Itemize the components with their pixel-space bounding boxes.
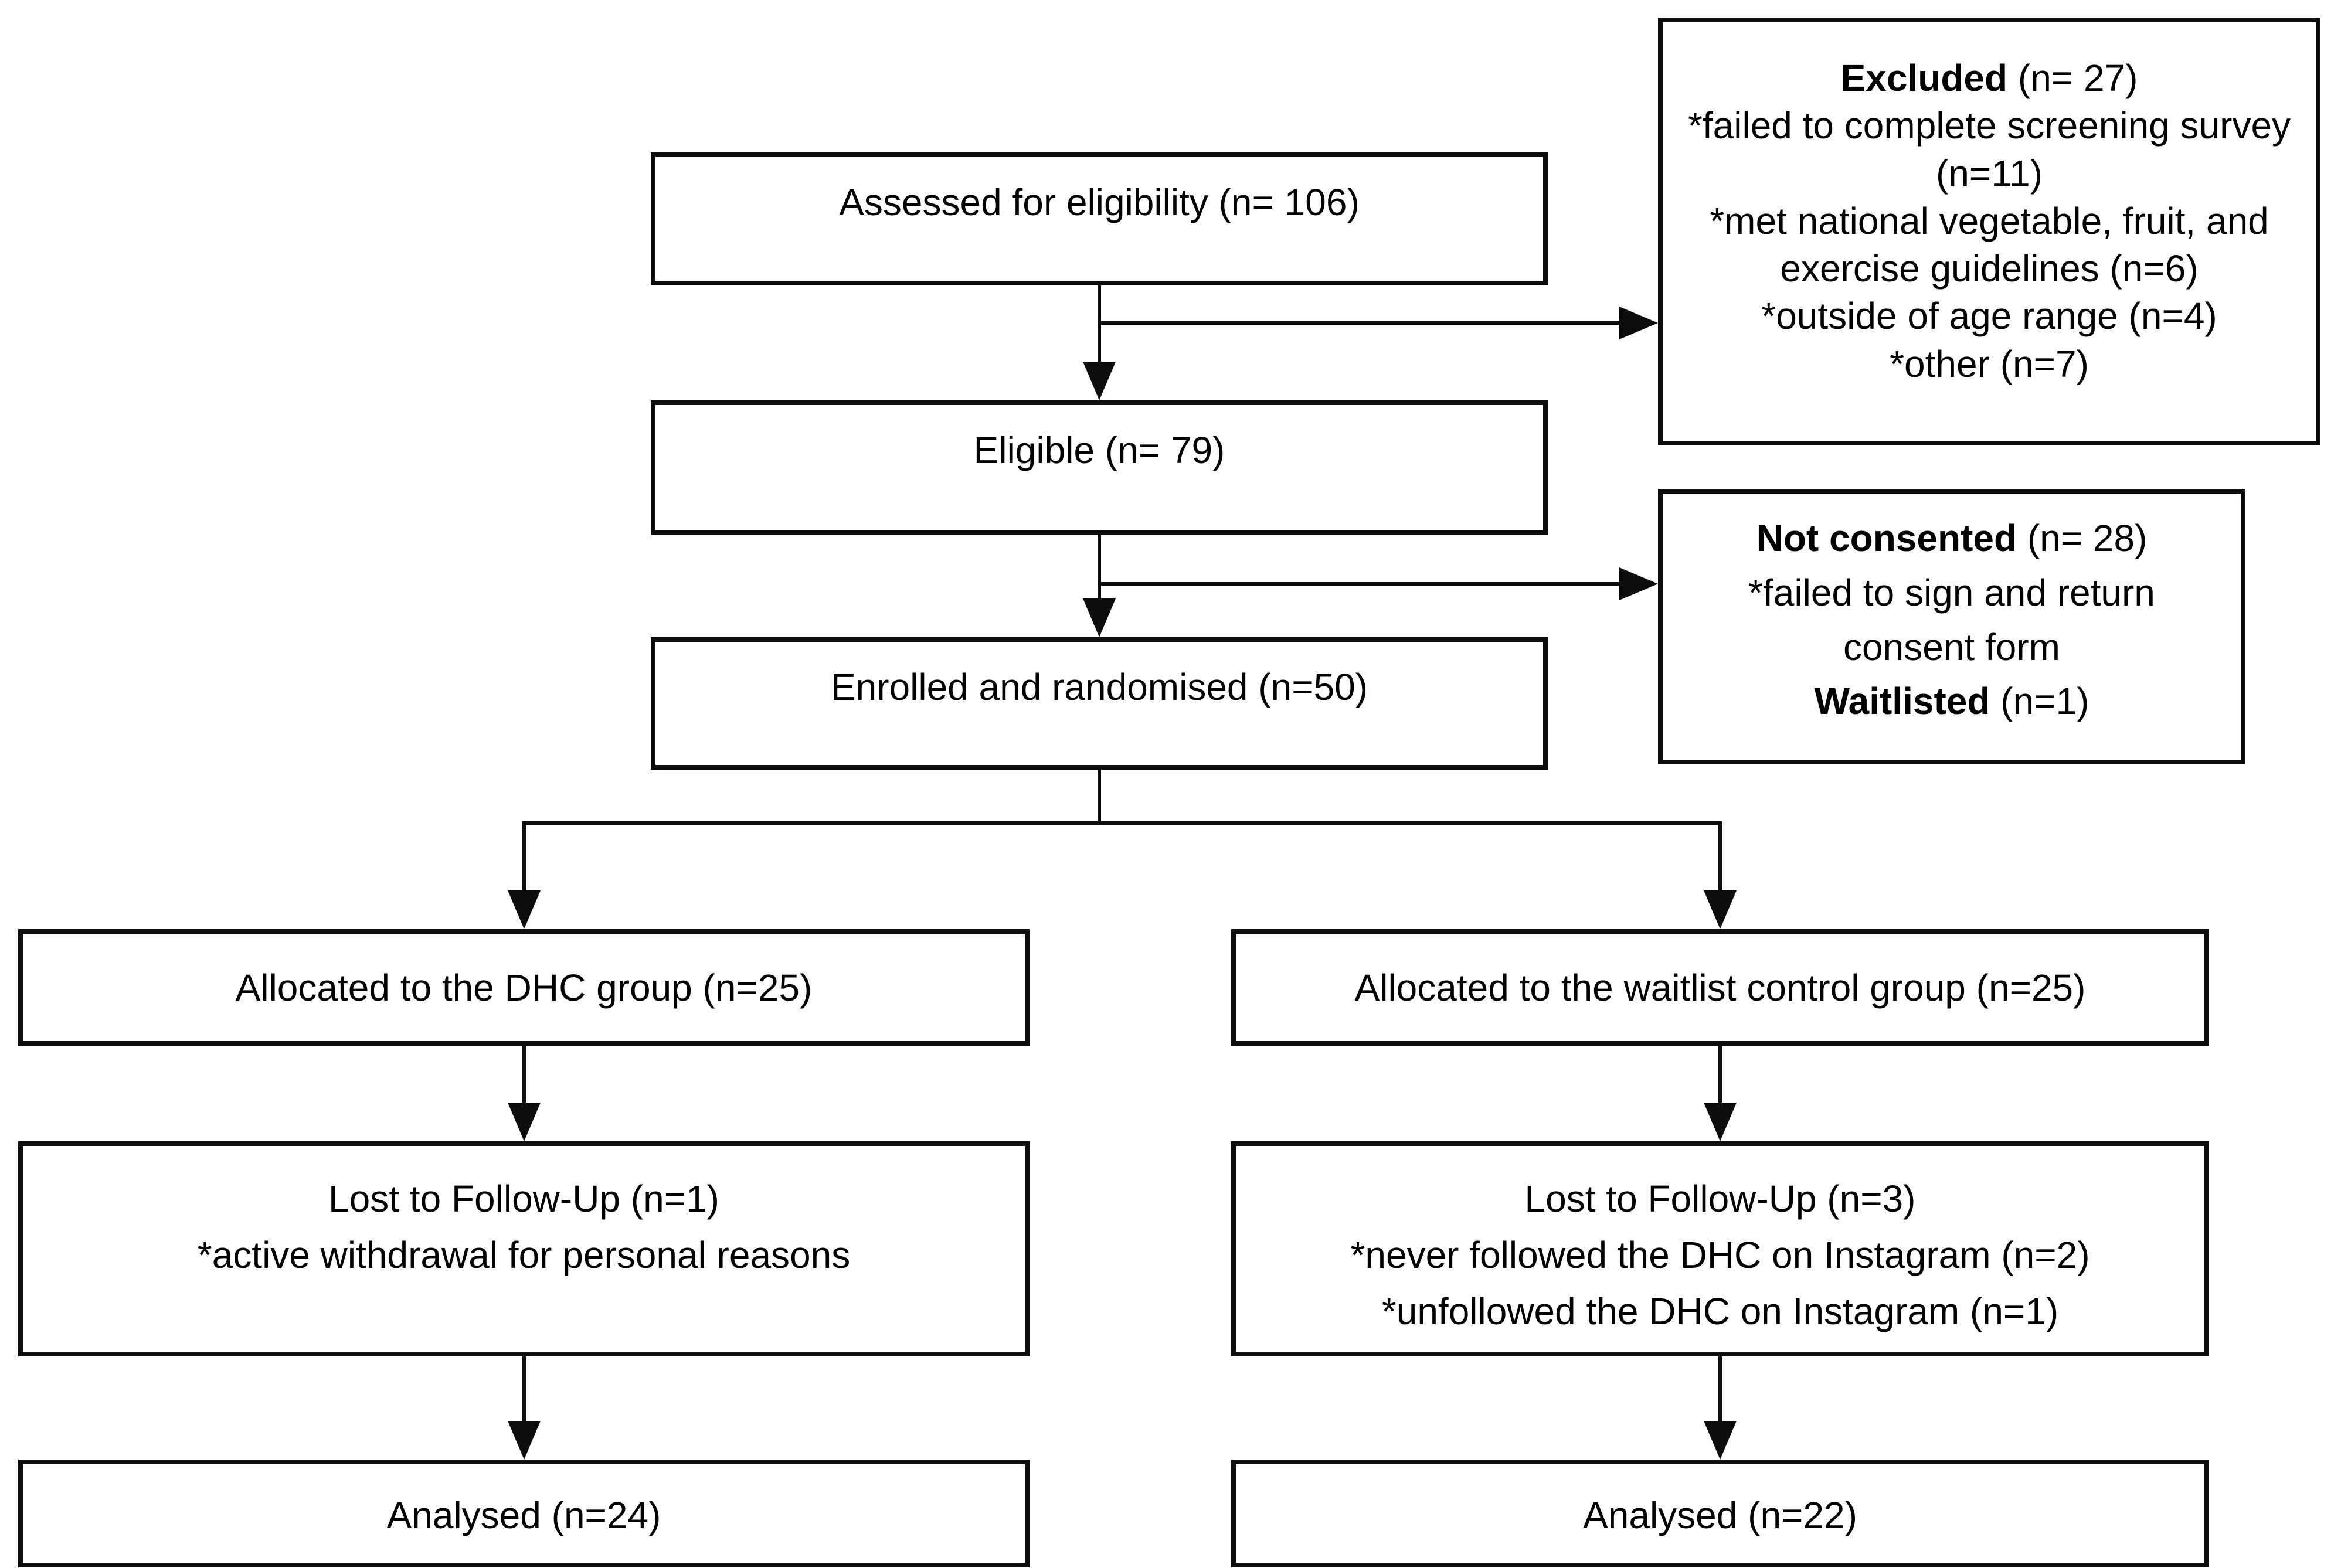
lost-waitlist-box: Lost to Follow-Up (n=3) *never followed …: [1231, 1141, 2209, 1356]
excluded-reason: *failed to complete screening survey (n=…: [1687, 104, 2291, 195]
allocated-dhc-box: Allocated to the DHC group (n=25): [18, 929, 1030, 1046]
enrolled-box: Enrolled and randomised (n=50): [651, 637, 1548, 770]
connector-allocated-lost-waitlist-line: [1718, 1046, 1722, 1106]
arrow-down-icon: [508, 1103, 541, 1141]
arrow-down-icon: [1704, 890, 1737, 929]
connector-lost-analysed-waitlist-line: [1718, 1356, 1722, 1424]
lost-dhc-title: Lost to Follow-Up (n=1): [328, 1178, 719, 1220]
connector-split-allocated-waitlist-line: [1718, 821, 1722, 894]
enrolled-label: Enrolled and randomised (n=50): [830, 666, 1368, 708]
excluded-reason: *other (n=7): [1890, 342, 2089, 385]
assessed-box: Assessed for eligibility (n= 106): [651, 152, 1548, 285]
connector-eligible-notconsented-line: [1098, 582, 1623, 586]
not-consented-title: Not consented: [1756, 517, 2017, 559]
excluded-reason: *outside of age range (n=4): [1761, 295, 2217, 338]
lost-waitlist-reason: *never followed the DHC on Instagram (n=…: [1350, 1234, 2090, 1276]
not-consented-reason: *failed to sign and return consent form: [1748, 571, 2155, 668]
arrow-down-icon: [1704, 1421, 1737, 1460]
allocated-waitlist-box: Allocated to the waitlist control group …: [1231, 929, 2209, 1046]
lost-dhc-reason: *active withdrawal for personal reasons: [197, 1234, 851, 1276]
arrow-down-icon: [1083, 598, 1116, 637]
excluded-title-count: (n= 27): [2007, 57, 2138, 99]
connector-lost-analysed-dhc-line: [522, 1356, 526, 1424]
allocated-waitlist-label: Allocated to the waitlist control group …: [1354, 967, 2086, 1009]
connector-eligible-enrolled-line: [1098, 535, 1101, 598]
waitlisted-line: Waitlisted (n=1): [1680, 674, 2223, 729]
analysed-waitlist-label: Analysed (n=22): [1583, 1494, 1857, 1536]
eligible-box: Eligible (n= 79): [651, 400, 1548, 535]
assessed-label: Assessed for eligibility (n= 106): [839, 181, 1360, 223]
connector-split-allocated-dhc-line: [522, 821, 526, 894]
analysed-dhc-box: Analysed (n=24): [18, 1460, 1030, 1567]
eligible-label: Eligible (n= 79): [973, 429, 1225, 471]
not-consented-box: Not consented (n= 28) *failed to sign an…: [1658, 489, 2245, 764]
lost-waitlist-title: Lost to Follow-Up (n=3): [1524, 1178, 1916, 1220]
lost-dhc-box: Lost to Follow-Up (n=1) *active withdraw…: [18, 1141, 1030, 1356]
excluded-box: Excluded (n= 27) *failed to complete scr…: [1658, 18, 2320, 445]
connector-assessed-eligible-line: [1098, 285, 1101, 365]
excluded-title: Excluded: [1840, 57, 2008, 99]
excluded-title-line: Excluded (n= 27): [1673, 55, 2305, 102]
allocated-dhc-label: Allocated to the DHC group (n=25): [235, 967, 813, 1009]
arrow-down-icon: [508, 890, 541, 929]
analysed-waitlist-box: Analysed (n=22): [1231, 1460, 2209, 1567]
arrow-down-icon: [508, 1421, 541, 1460]
arrow-down-icon: [1704, 1103, 1737, 1141]
arrow-down-icon: [1083, 362, 1116, 400]
connector-assessed-excluded-line: [1098, 321, 1623, 325]
analysed-dhc-label: Analysed (n=24): [386, 1494, 661, 1536]
excluded-reason: *met national vegetable, fruit, and exer…: [1710, 199, 2269, 290]
arrow-right-icon: [1619, 307, 1658, 339]
connector-allocated-lost-dhc-line: [522, 1046, 526, 1106]
connector-split-horizontal-line: [522, 821, 1722, 825]
not-consented-title-line: Not consented (n= 28): [1680, 511, 2223, 566]
not-consented-title-count: (n= 28): [2017, 517, 2148, 559]
lost-waitlist-reason: *unfollowed the DHC on Instagram (n=1): [1381, 1290, 2059, 1332]
waitlisted-label: Waitlisted: [1814, 680, 1990, 723]
arrow-right-icon: [1619, 567, 1658, 600]
connector-enrolled-split-line: [1098, 770, 1101, 825]
waitlisted-count: (n=1): [1990, 680, 2089, 723]
